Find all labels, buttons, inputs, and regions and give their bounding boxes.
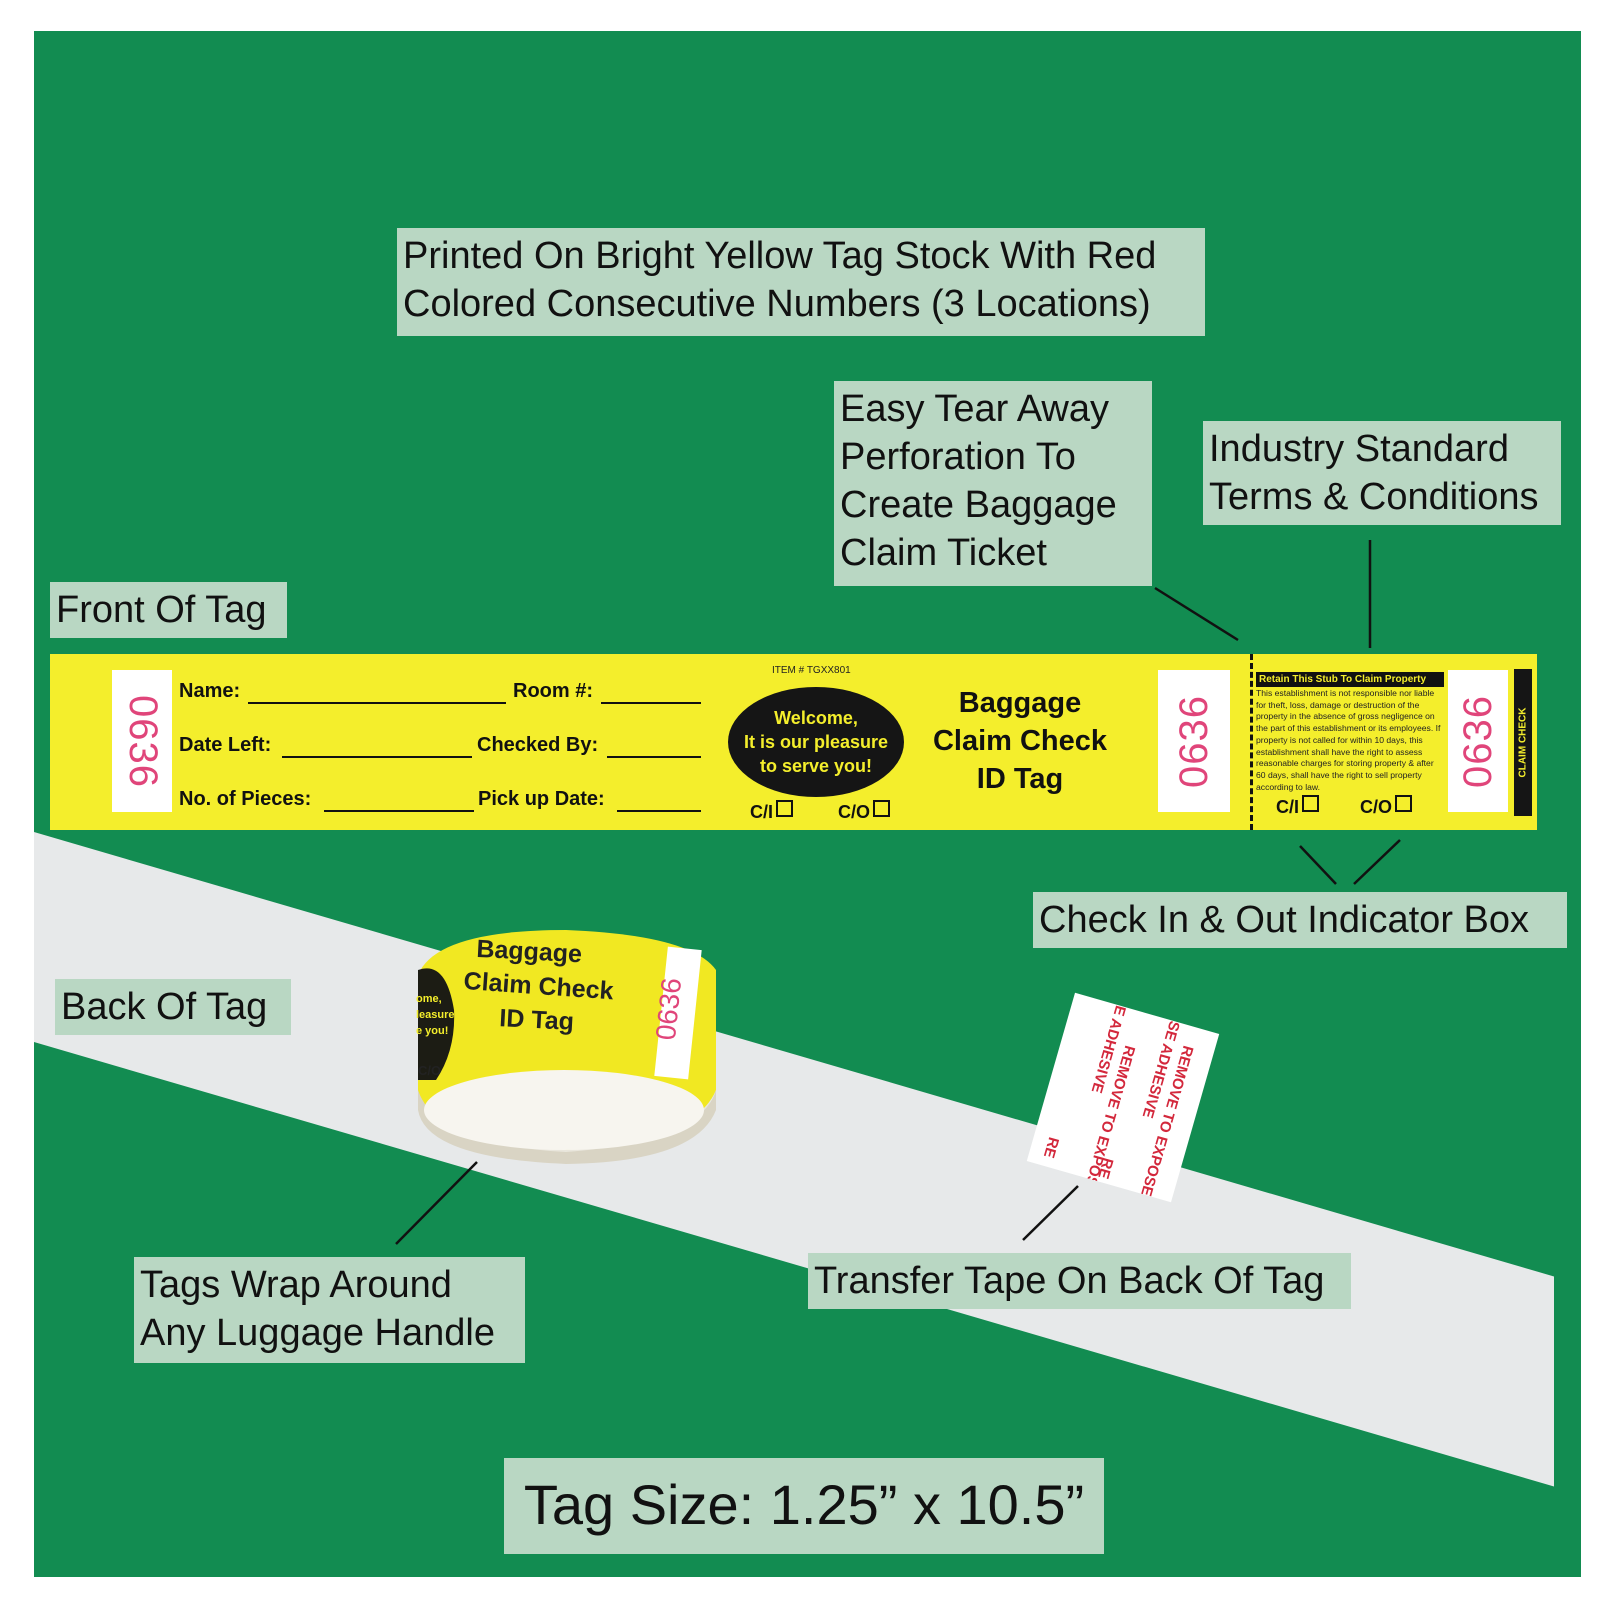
callout-tear-away: Easy Tear Away Perforation To Create Bag…: [834, 381, 1152, 586]
tear-perforation: [1250, 654, 1253, 830]
stub-terms: This establishment is not responsible no…: [1256, 688, 1441, 792]
roll-number: 0636: [650, 976, 687, 1041]
date-left-line: [282, 756, 472, 758]
roll-welcome: leasure: [416, 1009, 455, 1021]
tag-number: 0636: [1171, 694, 1216, 788]
welcome-line: It is our pleasure: [743, 732, 889, 752]
rolled-tag-illustration: Baggage Claim Check ID Tag 0636 ome, lea…: [416, 930, 716, 1164]
claim-check-strip: CLAIM CHECK: [1514, 669, 1532, 816]
welcome-oval: Welcome, It is our pleasure to serve you…: [728, 687, 904, 797]
roll-title-line: ID Tag: [499, 1004, 575, 1036]
callout-check-in-out: Check In & Out Indicator Box: [1033, 892, 1567, 948]
checked-by-line: [607, 756, 701, 758]
date-left-label: Date Left:: [179, 734, 272, 756]
front-of-tag: 0636 Name: Room #: Date Left: Checked By…: [50, 654, 1537, 830]
checked-by-label: Checked By:: [477, 734, 599, 756]
name-label: Name:: [179, 680, 241, 702]
check-out-box: C/O: [838, 800, 891, 823]
tape-text: RE: [1039, 1135, 1062, 1160]
callout-back: Back Of Tag: [55, 979, 291, 1035]
pieces-line: [324, 810, 474, 812]
item-number: ITEM # TGXX801: [772, 665, 851, 676]
room-line: [601, 702, 701, 704]
callout-terms: Industry Standard Terms & Conditions: [1203, 421, 1561, 525]
claim-check-label: CLAIM CHECK: [1517, 707, 1529, 778]
roll-welcome: e you!: [416, 1025, 448, 1037]
pieces-label: No. of Pieces:: [179, 788, 312, 810]
roll-welcome: ome,: [416, 993, 442, 1005]
tag-number: 0636: [1455, 694, 1500, 788]
stub-check-out-box: C/O: [1360, 795, 1413, 818]
pickup-label: Pick up Date:: [478, 788, 605, 810]
tag-title: Baggage Claim Check ID Tag: [932, 687, 1108, 795]
room-label: Room #:: [513, 680, 593, 702]
tag-number: 0636: [120, 694, 165, 788]
tag-number-box: 0636: [1448, 670, 1508, 812]
roll-title-line: Baggage: [476, 935, 583, 968]
check-in-box: C/I: [750, 800, 794, 823]
tag-number-box: 0636: [112, 670, 172, 812]
stub-heading: Retain This Stub To Claim Property: [1256, 672, 1444, 687]
callout-tag-size: Tag Size: 1.25” x 10.5”: [504, 1458, 1104, 1554]
pickup-line: [617, 810, 701, 812]
welcome-line: Welcome,: [774, 708, 858, 728]
name-line: [248, 702, 506, 704]
roll-check-out: C/O: [418, 1063, 441, 1078]
tag-number-box: 0636: [1158, 670, 1230, 812]
callout-front: Front Of Tag: [50, 582, 287, 638]
callout-wrap: Tags Wrap Around Any Luggage Handle: [134, 1257, 525, 1363]
callout-printed-stock: Printed On Bright Yellow Tag Stock With …: [397, 228, 1205, 336]
stub-check-in-box: C/I: [1276, 795, 1320, 818]
welcome-line: to serve you!: [759, 756, 873, 776]
callout-transfer-tape: Transfer Tape On Back Of Tag: [808, 1253, 1351, 1309]
